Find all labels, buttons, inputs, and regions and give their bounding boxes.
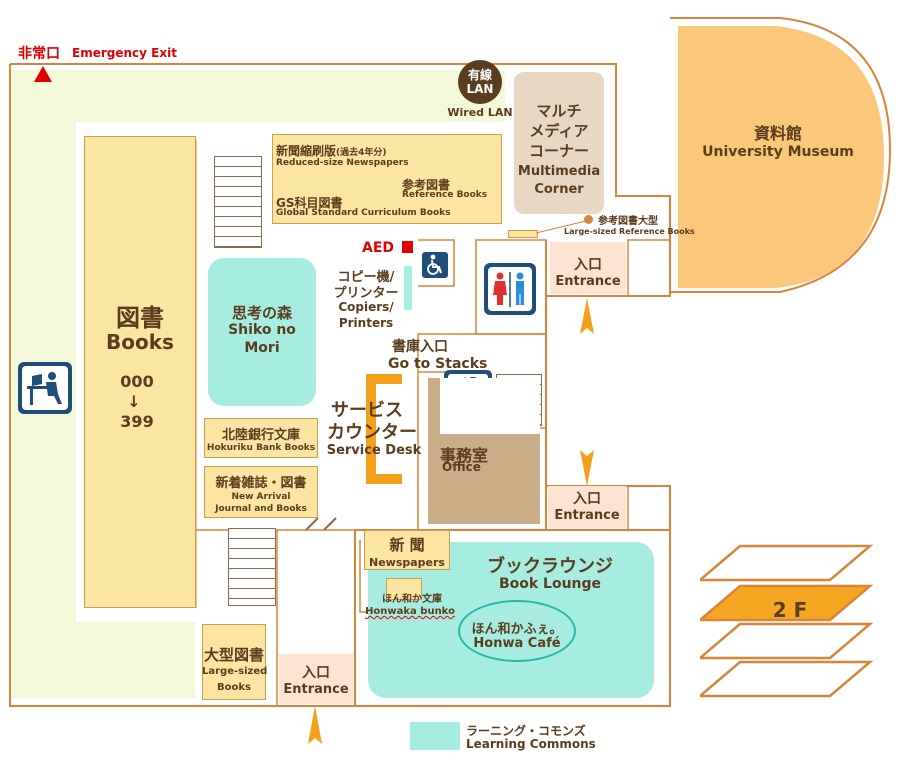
emergency-exit-arrow-icon	[34, 66, 52, 82]
hokuriku-en: Hokuriku Bank Books	[206, 443, 316, 453]
wired-lan-badge-line2: LAN	[466, 82, 494, 96]
entrance-right-bottom	[548, 486, 626, 528]
museum-label-jp: 資料館	[753, 124, 802, 143]
newspapers-jp: 新 聞	[389, 536, 425, 554]
shiko-no-mori-jp: 思考の森	[231, 304, 292, 322]
reading-person-icon	[18, 362, 72, 414]
new-arrival-shelf	[204, 466, 318, 518]
large-reference-shelf	[508, 230, 538, 238]
legend-swatch	[410, 722, 460, 750]
honwaka-bunko-jp: ほん和か文庫	[382, 594, 442, 605]
reduced-newspapers-en: Reduced-size Newspapers	[276, 158, 409, 168]
office-inner-notch	[440, 378, 540, 434]
new-arrival-jp: 新着雑誌・図書	[215, 476, 307, 491]
entrance-bottom-jp: 入口	[302, 665, 330, 681]
go-to-stacks-en: Go to Stacks	[388, 356, 488, 372]
books-jp: 図書	[116, 304, 164, 332]
large-reference-leader-line	[536, 220, 587, 234]
museum-label-en: University Museum	[702, 144, 854, 160]
book-lounge-en: Book Lounge	[498, 576, 602, 592]
service-desk-en: Service Desk	[326, 443, 422, 458]
honwa-cafe-jp: ほん和かふぇ。	[471, 622, 563, 637]
multimedia-en1: Multimedia	[517, 164, 601, 179]
entrance-right-bottom-en: Entrance	[554, 508, 620, 523]
restroom-icon	[484, 263, 536, 315]
entrance-right-top-en: Entrance	[555, 274, 621, 289]
large-reference-jp: 参考図書大型	[598, 216, 658, 227]
entrance-right-top	[550, 242, 626, 294]
legend-jp: ラーニング・コモンズ	[466, 724, 586, 738]
wired-lan-badge-line1: 有線	[467, 68, 492, 82]
stairs-upper-left	[214, 156, 262, 248]
large-books-en2: Books	[217, 682, 251, 693]
service-desk-jp2: カウンター	[327, 422, 417, 443]
stairs-lower-left	[228, 528, 276, 606]
large-books-en1: Large-sized	[202, 666, 268, 677]
go-to-stacks-jp: 書庫入口	[392, 339, 448, 355]
multimedia-jp2: メディア	[529, 122, 589, 140]
office-en: Office	[442, 460, 481, 474]
aed-label: AED	[362, 240, 395, 256]
service-counter-shape	[366, 374, 402, 484]
multimedia-corner-room	[514, 72, 604, 214]
shiko-no-mori-area	[208, 258, 316, 406]
entrance-bottom	[279, 654, 353, 704]
wired-lan-badge	[458, 60, 502, 104]
reduced-newspapers-jp: 新聞縮刷版(過去4年分)	[276, 144, 387, 158]
newspapers-en: Newspapers	[369, 556, 445, 569]
large-books-jp: 大型図書	[203, 646, 264, 664]
new-arrival-en2: Journal and Books	[215, 504, 307, 514]
honwa-cafe-area	[458, 600, 576, 662]
floor-label: 2 F	[772, 598, 808, 622]
entrance-right-bottom-jp: 入口	[573, 491, 601, 507]
large-books-shelf	[202, 624, 266, 700]
entrance-arrow-up-icon	[580, 298, 594, 334]
wired-lan-label-en: Wired LAN	[447, 106, 513, 119]
reference-shelf-block	[272, 134, 502, 224]
reference-books-jp: 参考図書	[402, 178, 451, 192]
copiers-jp1: コピー機/	[337, 270, 395, 285]
entrance-arrow-down-icon	[580, 450, 594, 486]
hokuriku-jp: 北陸銀行文庫	[221, 428, 300, 443]
wheelchair-icon	[422, 252, 448, 278]
copiers-en2: Printers	[338, 316, 394, 330]
reduced-newspapers-note: (過去4年分)	[336, 148, 387, 158]
honwaka-bunko-en: Honwaka bunko	[365, 606, 455, 617]
honwa-cafe-en: Honwa Café	[473, 636, 561, 651]
aed-marker	[402, 241, 413, 253]
entrance-right-top-jp: 入口	[574, 257, 602, 273]
books-range-start: 000	[120, 372, 154, 391]
books-shelf-area	[84, 136, 196, 608]
books-en: Books	[106, 330, 174, 354]
multimedia-jp3: コーナー	[528, 142, 589, 160]
book-lounge-jp: ブックラウンジ	[487, 556, 613, 577]
office-jp: 事務室	[440, 446, 489, 465]
service-desk-jp1: サービス	[331, 400, 403, 421]
multimedia-en2: Corner	[534, 182, 584, 197]
large-reference-dot	[584, 215, 593, 224]
large-reference-en: Large-sized Reference Books	[564, 227, 695, 236]
books-range-arrow: ↓	[127, 392, 141, 411]
gs-books-jp: GS科目図書	[276, 196, 343, 210]
university-museum-area	[678, 26, 884, 288]
reference-books-en: Reference Books	[402, 190, 488, 200]
newspapers-shelf	[364, 530, 450, 570]
copiers-jp2: プリンター	[333, 286, 399, 301]
floor-indicator-icon	[700, 544, 874, 698]
legend-en: Learning Commons	[466, 737, 596, 751]
new-arrival-en1: New Arrival	[231, 492, 291, 502]
entrance-arrow-bottom-icon	[308, 706, 322, 744]
multimedia-jp1: マルチ	[536, 102, 582, 120]
gs-books-en: Global Standard Curriculum Books	[276, 208, 451, 218]
shiko-no-mori-en1: Shiko no	[228, 322, 296, 338]
emergency-exit-label-en: Emergency Exit	[72, 46, 177, 60]
honwaka-bunko-shelf	[386, 578, 422, 600]
hokuriku-shelf	[204, 418, 318, 458]
entrance-bottom-en: Entrance	[283, 682, 349, 697]
copier-marker	[404, 266, 412, 310]
shiko-no-mori-en2: Mori	[244, 340, 280, 356]
copiers-en1: Copiers/	[338, 300, 394, 314]
emergency-exit-label-jp: 非常口	[18, 46, 60, 62]
books-range-end: 399	[120, 412, 154, 431]
